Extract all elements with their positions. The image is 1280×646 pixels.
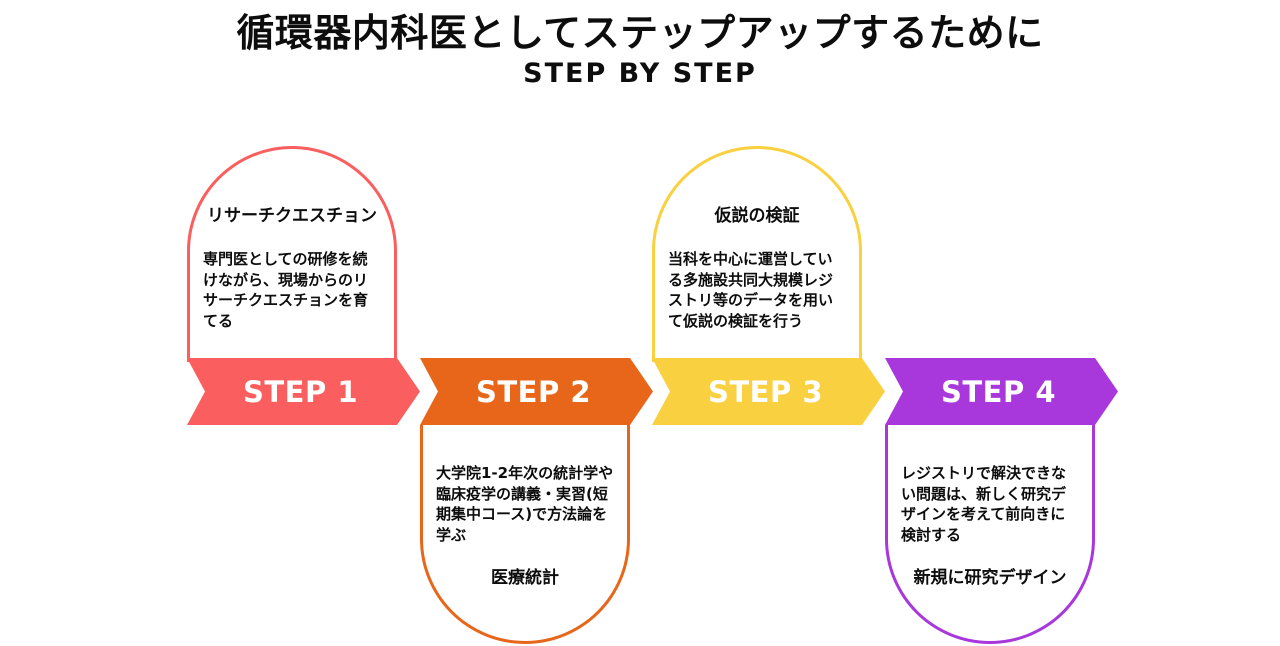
page-title: 循環器内科医としてステップアップするために bbox=[236, 11, 1044, 55]
step-3-card-body: 当科を中心に運営している多施設共同大規模レジストリ等のデータを用いて仮説の検証を… bbox=[668, 250, 834, 331]
step-1-card-body: 専門医としての研修を続けながら、現場からのリサーチクエスチョンを育てる bbox=[203, 250, 369, 331]
step-4-card-body: レジストリで解決できない問題は、新しく研究デザインを考えて前向きに検討する bbox=[901, 464, 1067, 545]
step-1-card-title: リサーチクエスチョン bbox=[207, 206, 377, 226]
step-2-banner: STEP 2 bbox=[420, 358, 653, 425]
step-4-card: レジストリで解決できない問題は、新しく研究デザインを考えて前向きに検討する 新規… bbox=[885, 425, 1095, 644]
step-3-banner: STEP 3 bbox=[652, 358, 885, 425]
step-3-card: 仮説の検証 当科を中心に運営している多施設共同大規模レジストリ等のデータを用いて… bbox=[652, 146, 862, 362]
step-2-card-title: 医療統計 bbox=[491, 568, 559, 588]
step-4-banner-label: STEP 4 bbox=[940, 374, 1056, 409]
step-4-card-title: 新規に研究デザイン bbox=[913, 568, 1067, 588]
step-2-banner-label: STEP 2 bbox=[475, 374, 591, 409]
step-1-card: リサーチクエスチョン 専門医としての研修を続けながら、現場からのリサーチクエスチ… bbox=[187, 146, 397, 362]
step-2-card-body: 大学院1-2年次の統計学や臨床疫学の講義・実習(短期集中コース)で方法論を学ぶ bbox=[436, 464, 614, 545]
step-2-card: 大学院1-2年次の統計学や臨床疫学の講義・実習(短期集中コース)で方法論を学ぶ … bbox=[420, 425, 630, 644]
page-subtitle: STEP BY STEP bbox=[523, 58, 757, 89]
step-3-card-title: 仮説の検証 bbox=[714, 206, 800, 226]
step-1-banner-label: STEP 1 bbox=[242, 374, 358, 409]
step-3-banner-label: STEP 3 bbox=[707, 374, 823, 409]
step-1-banner: STEP 1 bbox=[187, 358, 420, 425]
step-4-banner: STEP 4 bbox=[885, 358, 1118, 425]
